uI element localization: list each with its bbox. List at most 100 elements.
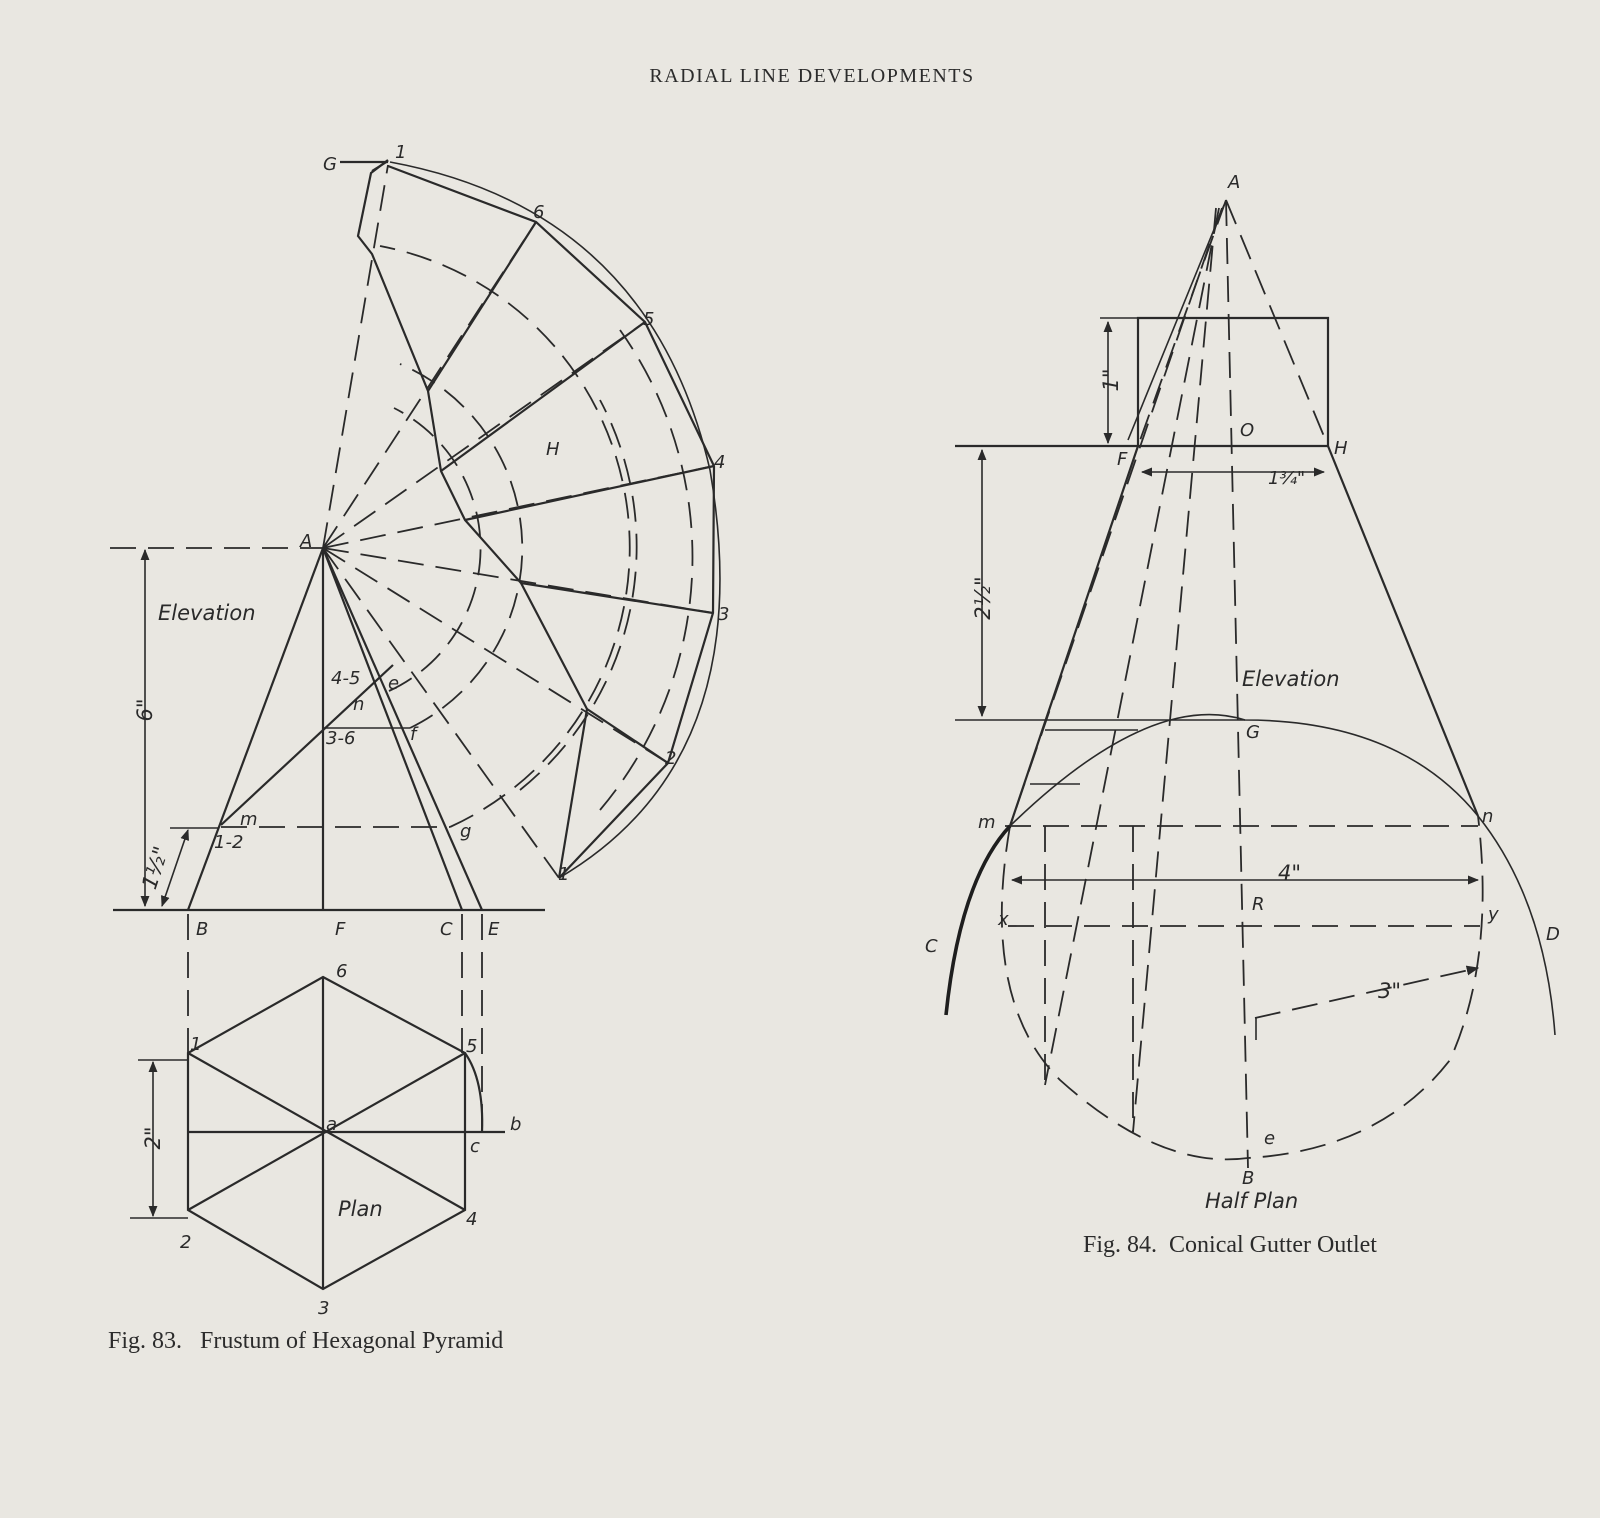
top-box — [1136, 316, 1330, 446]
development-outer-polygon — [387, 164, 716, 879]
label-e: e — [388, 673, 399, 694]
dev-label-1: 1 — [558, 864, 569, 885]
cut-line — [220, 664, 394, 826]
plan-label-c: c — [470, 1136, 480, 1157]
radial-line-6 — [322, 221, 537, 549]
label-y: y — [1487, 904, 1499, 925]
label-C: C — [925, 936, 938, 957]
dim-3-text: 3" — [1378, 979, 1401, 1003]
dev-label-2: 2 — [665, 748, 676, 769]
label-G: G — [323, 154, 337, 175]
dim-cut-text: 1½" — [137, 844, 173, 893]
arc-f — [399, 363, 524, 729]
fig84-caption: Fig. 84. Conical Gutter Outlet — [1083, 1232, 1377, 1258]
label-B: B — [196, 919, 208, 940]
label-F: F — [335, 919, 346, 940]
label-H: H — [1334, 438, 1348, 459]
plan-arc-5-b — [464, 1052, 484, 1133]
dev-label-4: 4 — [714, 452, 725, 473]
radial-line-3 — [322, 547, 714, 614]
slant-edge-AE — [321, 547, 484, 911]
plan-label-6: 6 — [336, 961, 347, 982]
development-outer-arc — [389, 161, 721, 879]
label-g: g — [460, 821, 471, 842]
axis-line — [1225, 199, 1249, 1169]
generator-1 — [1009, 207, 1223, 827]
dim-2-text: 2" — [141, 1126, 165, 1149]
plan-label-b: b — [510, 1114, 521, 1135]
label-G: G — [1246, 722, 1260, 743]
dev-label-1-top: 1 — [395, 142, 406, 163]
fig84-conical-gutter-outlet: A O F H G m n R x y C D e B Elevation Ha… — [925, 172, 1560, 1258]
fig83-caption: Fig. 83. Frustum of Hexagonal Pyramid — [108, 1328, 503, 1354]
arc-m-g-n — [1009, 713, 1479, 827]
label-E: E — [488, 919, 500, 940]
label-O: O — [1240, 420, 1254, 441]
slant-edge-AB — [186, 547, 325, 911]
arc-mid — [519, 399, 638, 791]
dim-1-text: 1" — [1099, 368, 1123, 391]
radial-line-1b — [322, 547, 560, 879]
apex-mark — [1127, 204, 1225, 441]
plan-label-2: 2 — [180, 1232, 191, 1253]
arc-outer — [599, 329, 694, 811]
half-plan-circle — [1000, 815, 1484, 1161]
plan-label-1: 1 — [190, 1034, 201, 1055]
label-H: H — [546, 439, 560, 460]
label-x: x — [997, 909, 1009, 930]
label-1-2: 1-2 — [214, 832, 243, 853]
plan-label-5: 5 — [466, 1036, 477, 1057]
fig83-plan — [130, 914, 505, 1291]
running-head: RADIAL LINE DEVELOPMENTS — [649, 65, 974, 87]
radial-line-4 — [322, 465, 715, 549]
radial-line-1 — [322, 164, 389, 549]
radius-3-line — [1254, 965, 1480, 1019]
fig83-frustum-hexagonal-pyramid: A B F C E H G m 1-2 n 3-6 4-5 e f g 1 6 … — [108, 142, 729, 1354]
label-R: R — [1252, 894, 1265, 915]
label-e: e — [1264, 1128, 1275, 1149]
view-label-elevation: Elevation — [1242, 667, 1340, 691]
label-m: m — [978, 812, 996, 833]
fig84-half-plan — [944, 713, 1556, 1161]
label-B: B — [1242, 1168, 1254, 1189]
view-label-elevation: Elevation — [158, 601, 256, 625]
label-F: F — [1117, 449, 1128, 470]
generator-2 — [1044, 207, 1220, 1086]
stretchout-arc-D — [1477, 815, 1556, 1036]
cone-edge-right — [1326, 445, 1480, 817]
label-m: m — [240, 809, 258, 830]
dim-4-text: 4" — [1278, 861, 1301, 885]
label-A: A — [1227, 172, 1240, 193]
apex-line-right — [1225, 199, 1329, 447]
development-inner-outline — [356, 159, 589, 879]
label-A: A — [299, 531, 312, 552]
dim-cut-line — [161, 828, 189, 908]
label-f: f — [410, 724, 419, 745]
slant-edge-AC — [321, 547, 464, 911]
fig83-development — [322, 159, 721, 879]
dim-1-75-text: 1¾" — [1268, 468, 1305, 489]
view-label-half-plan: Half Plan — [1205, 1189, 1298, 1213]
label-n: n — [1482, 806, 1493, 827]
generator-3 — [1132, 207, 1217, 1133]
plan-label-a: a — [326, 1114, 337, 1135]
dev-label-6: 6 — [533, 202, 544, 223]
view-label-plan: Plan — [338, 1197, 383, 1221]
fig83-elevation — [110, 547, 545, 912]
label-3-6: 3-6 — [326, 728, 355, 749]
arc-e — [388, 407, 482, 692]
radial-line-5 — [322, 321, 646, 549]
stretchout-arc-C — [944, 824, 1012, 1016]
label-D: D — [1546, 924, 1560, 945]
arc-g — [379, 245, 631, 828]
dev-label-5: 5 — [643, 309, 654, 330]
dev-label-3: 3 — [718, 604, 729, 625]
radial-line-2 — [322, 547, 669, 764]
dim-6-text: 6" — [133, 698, 157, 721]
plan-label-4: 4 — [466, 1209, 477, 1230]
label-4-5: 4-5 — [331, 668, 360, 689]
dim-2-5-text: 2½" — [971, 576, 995, 619]
label-C: C — [440, 919, 453, 940]
fig84-elevation — [955, 199, 1480, 1169]
